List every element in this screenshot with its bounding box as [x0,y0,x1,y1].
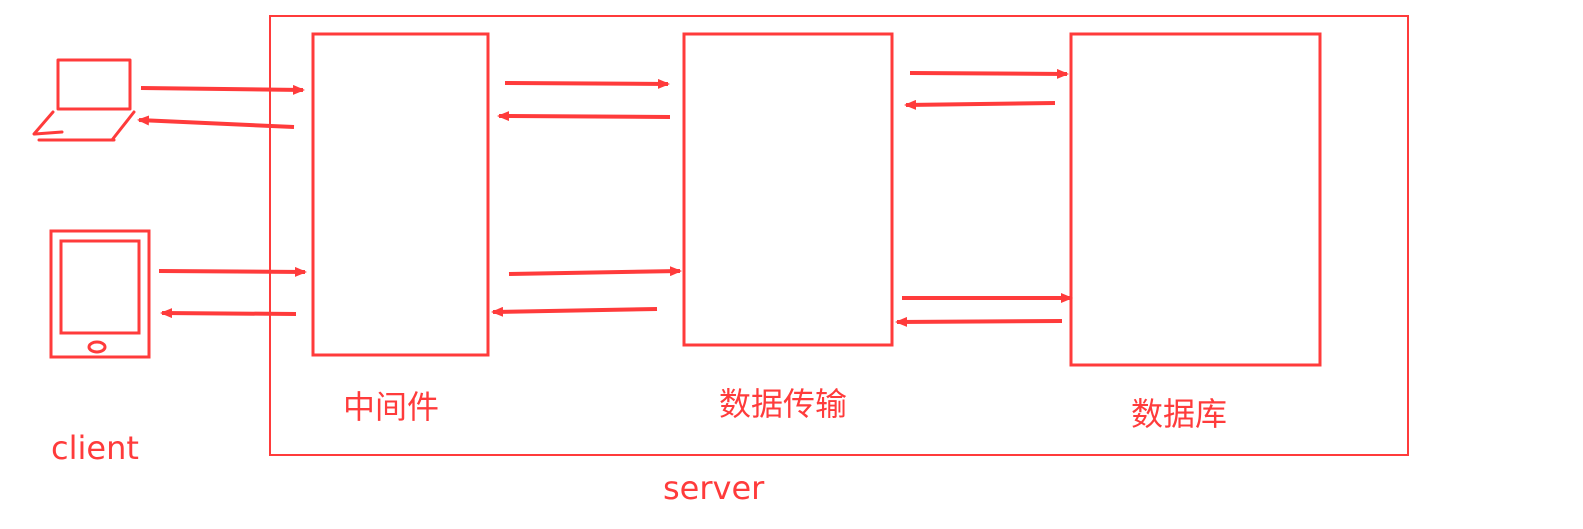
database-to-transfer-top-arrow [904,99,1056,110]
middleware-to-laptop-arrow [137,115,295,129]
database-label: 数据库 [1131,395,1228,433]
database-to-transfer-bottom-arrow [895,316,1063,327]
laptop-icon [32,58,136,142]
transfer-to-middleware-top-arrow [497,111,671,122]
tablet-icon [49,229,151,359]
middleware-box [311,32,490,357]
transfer-to-database-top-arrow [909,68,1069,79]
middleware-label: 中间件 [343,388,440,426]
transfer-to-middleware-bottom-arrow [491,306,658,317]
database-box [1069,32,1322,367]
client-label: client [51,429,139,467]
middleware-to-transfer-bottom-arrow [508,266,682,277]
laptop-to-middleware-arrow [140,84,305,95]
middleware-to-transfer-top-arrow [504,78,670,89]
tablet-to-middleware-arrow [158,266,307,277]
data-transfer-label: 数据传输 [719,385,848,423]
middleware-to-tablet-arrow [160,308,297,319]
server-label: server [663,469,765,507]
server-boundary [269,15,1409,456]
data-transfer-box [682,32,894,347]
